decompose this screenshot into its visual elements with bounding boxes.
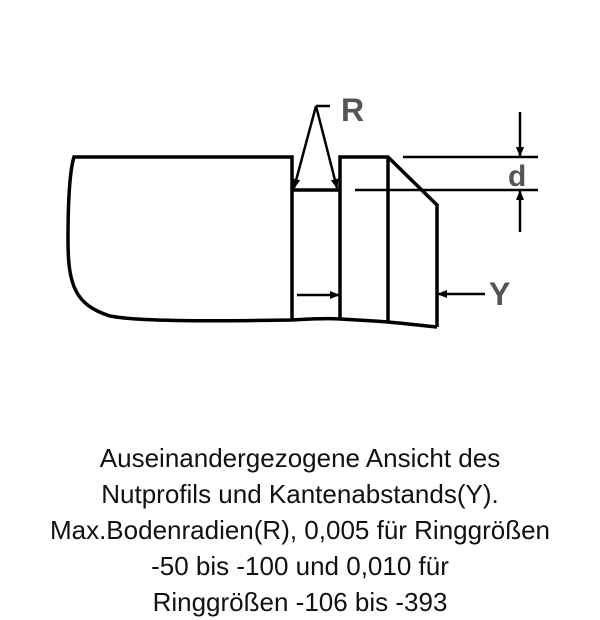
caption: Auseinandergezogene Ansicht des Nutprofi… [0,440,600,620]
caption-line: Ringgrößen -106 bis -393 [152,587,448,617]
label-d: d [508,160,526,193]
caption-line: Max.Bodenradien(R), 0,005 für Ringgrößen [49,515,551,545]
caption-line: Nutprofils und Kantenabstands(Y). [101,479,499,509]
groove-floor [291,316,438,329]
groove-profile-diagram: R d Y [66,92,538,329]
caption-line: Auseinandergezogene Ansicht des [99,443,501,473]
left-ring-body [66,155,294,323]
label-y: Y [489,276,510,312]
label-r: R [341,92,364,128]
radius-arrow-right [314,105,339,189]
radius-arrow-left [292,105,318,189]
caption-line: -50 bis -100 und 0,010 für [151,551,449,581]
